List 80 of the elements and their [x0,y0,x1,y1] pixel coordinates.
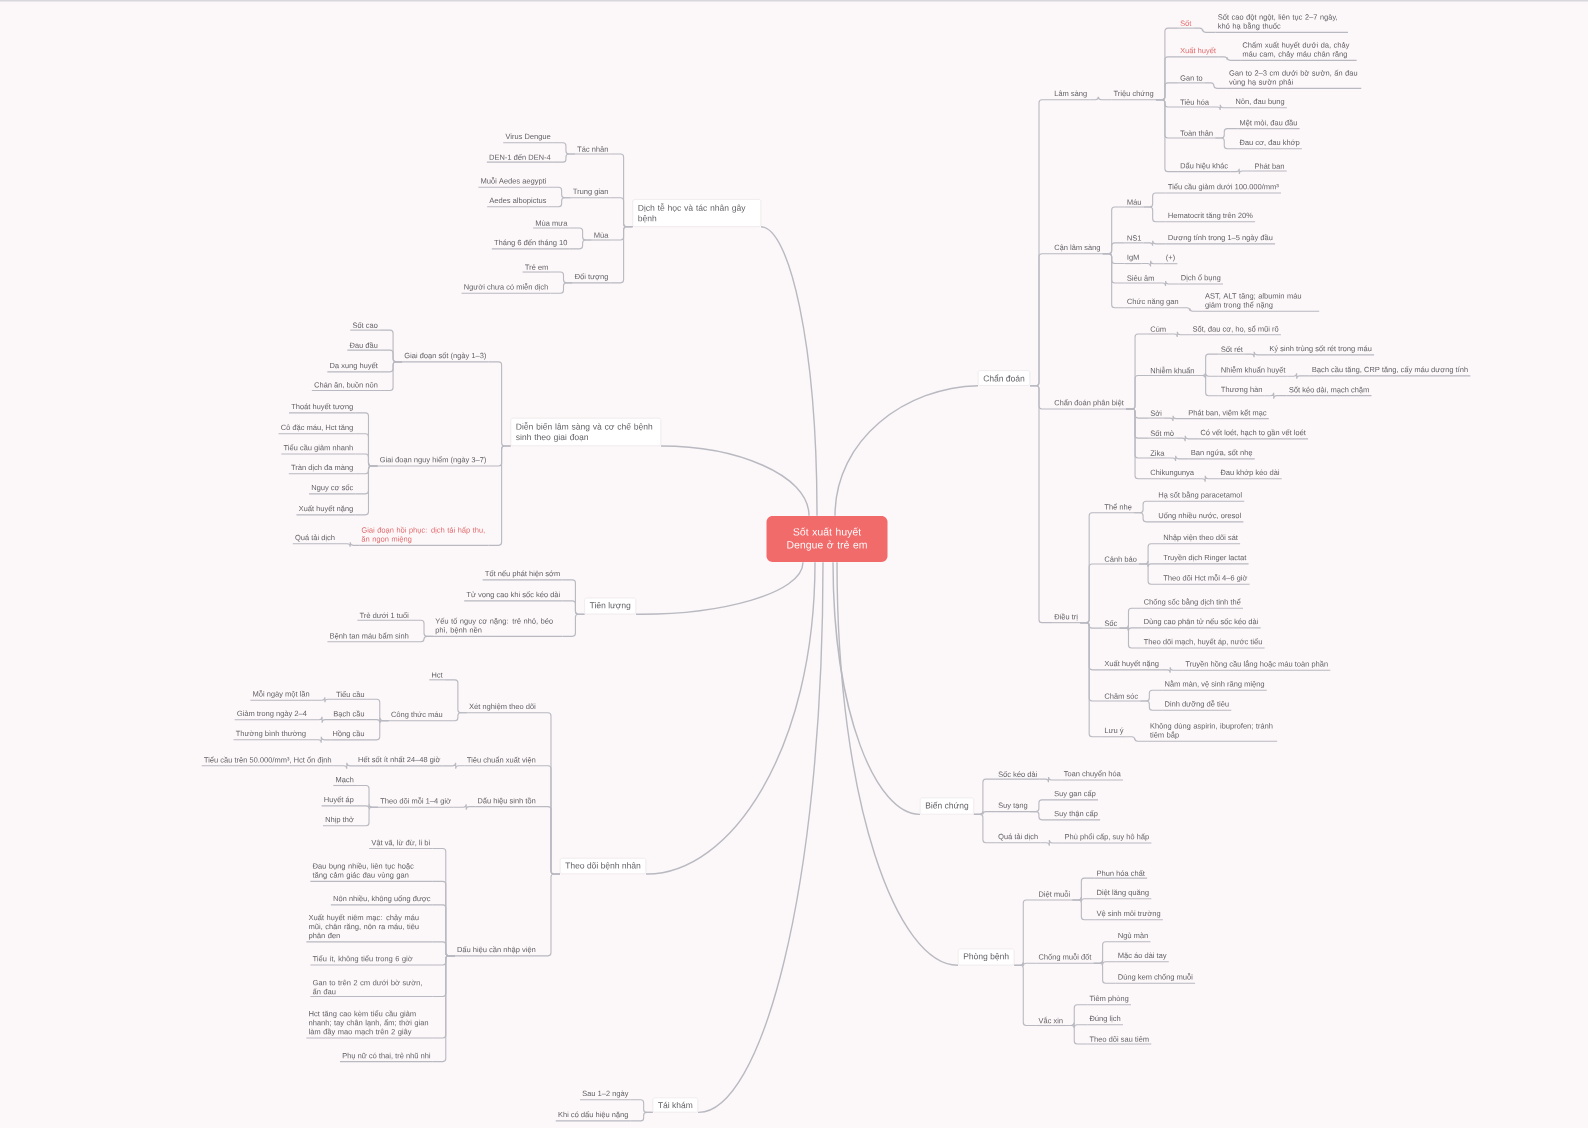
connector-line [552,153,576,163]
connector-line [1039,839,1063,847]
connector-line [1156,280,1180,287]
connector-line [548,197,572,208]
connector-line [1093,962,1117,984]
connector-line [561,613,585,637]
topic-box: Tiên lượng [584,597,636,615]
connector-line [366,720,390,741]
connector-line [488,445,512,546]
connector-line [452,803,476,811]
connector-line [1038,776,1063,783]
connector-line [336,541,360,548]
connector-line [1180,307,1204,312]
connector-line [1160,666,1184,674]
connector-line [1264,392,1288,400]
topic-box: Diễn biến lâm sàng và cơ chế bệnh sinh theo giai đoạn [510,418,661,446]
connector-line [379,361,403,392]
connector-line [1204,82,1228,89]
connector-line [307,736,331,744]
connector-line [1064,1024,1088,1045]
branch-curve [836,561,959,966]
connector-line [1125,408,1149,480]
connector-line [1287,372,1311,380]
connector-line [410,635,434,643]
connector-line [537,873,561,957]
connector-line [1175,435,1199,442]
connector-line [1118,627,1143,649]
connector-line [1166,455,1190,462]
connector-line [1071,899,1095,921]
connector-line [1102,253,1126,309]
topic-box: Tái khám [652,1097,698,1113]
topic-box: Biến chứng [920,797,974,815]
connector-line [1196,374,1220,397]
connector-line [442,762,466,770]
connector-line [1138,563,1162,585]
connector-line [1079,622,1103,738]
connector-line [1088,96,1112,101]
connector-line [569,239,593,250]
connector-line [1143,206,1167,223]
connector-line [1244,351,1268,358]
connector-line [1125,736,1149,742]
connector-line [311,696,335,703]
connector-line [1155,99,1179,173]
connector-line [1013,964,1037,1027]
connector-line [630,1111,654,1122]
connector-line [1210,104,1234,111]
connector-line [444,712,468,722]
connector-line [549,282,574,294]
connector-line [1229,168,1253,175]
central-topic-box: Sốt xuất huyết Dengue ở trẻ em [766,516,888,562]
connector-line [1029,385,1053,624]
connector-line [1167,331,1191,338]
branch-curve [660,445,810,517]
connector-line [1163,415,1187,422]
connector-line [432,955,456,1063]
connector-line [1214,137,1238,150]
branch-curve [645,561,816,875]
connector-line [1133,512,1157,523]
connector-line [1217,56,1241,61]
branch-curve [760,226,818,517]
topic-box: Phòng bệnh [958,948,1015,966]
connector-line [1195,475,1219,483]
connector-line [333,762,357,770]
branch-curve [635,561,804,615]
branch-curve [832,561,921,816]
connector-line [1193,27,1217,33]
connector-line [308,716,332,724]
connector-line [355,806,379,827]
branch-curve [697,561,824,1114]
connector-line [354,465,379,516]
connector-line [1143,240,1167,247]
connector-line [973,813,997,844]
connector-line [1141,260,1165,268]
connector-line [1029,811,1053,821]
connector-line [1139,700,1163,711]
topic-box: Theo dõi bệnh nhân [560,858,646,874]
connector-line [610,226,634,284]
branch-curve [834,385,979,517]
topic-box: Chẩn đoán [978,370,1030,386]
topic-box: Dịch tễ học và tác nhân gây bệnh [632,199,761,227]
